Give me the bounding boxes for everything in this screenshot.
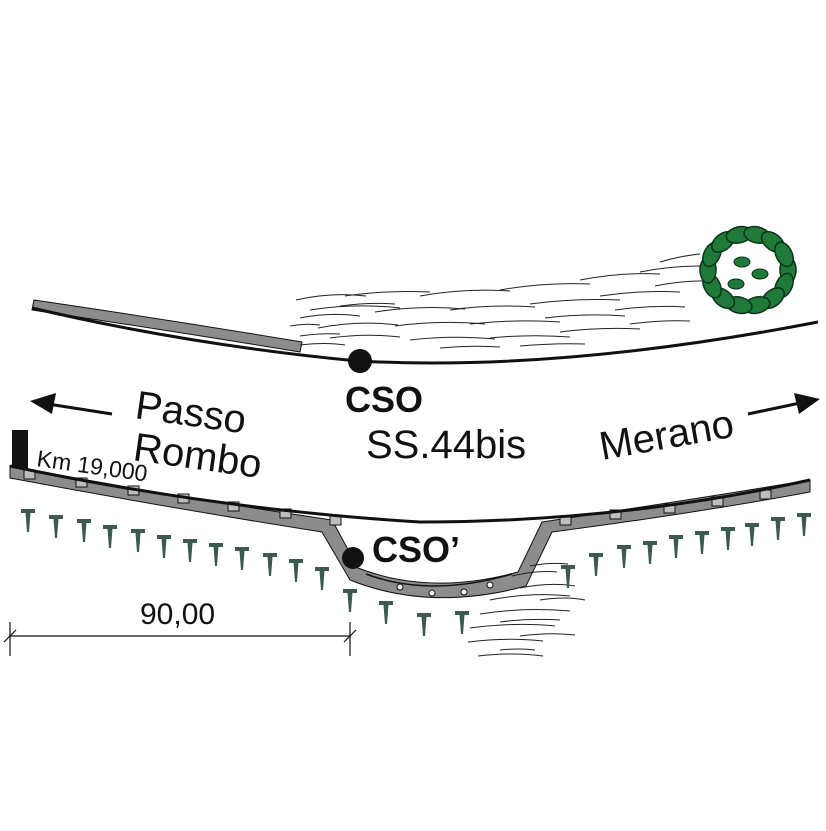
anchor-shaft [293,563,299,582]
arrow-right-icon [747,393,820,416]
road-name: SS.44bis [366,423,526,467]
anchor-head [209,543,223,547]
anchor-head [131,529,145,533]
upper-wall-strip [31,299,303,353]
anchor-head [21,509,35,513]
anchor-shaft [53,519,59,538]
anchor-head [455,611,469,615]
anchor-head [379,601,393,605]
anchor-head [589,553,603,557]
anchor-shaft [621,549,627,568]
anchor-shaft [647,545,653,564]
direction-merano: Merano [596,402,737,469]
anchor-head [797,513,811,517]
anchor-head [183,539,197,543]
anchor-shaft [347,593,353,612]
anchor-head [617,545,631,549]
cso-point [348,349,372,373]
anchor-shaft [801,517,807,536]
tree-leaf [727,278,745,290]
anchor-head [643,541,657,545]
km-post [12,430,28,468]
anchor-shaft [775,521,781,540]
upper-road-edge [31,306,819,365]
anchor-shaft [239,551,245,570]
niche-points [396,581,494,597]
cso-label: CSO [345,379,423,420]
tree-leaf [751,268,769,280]
lower-debris-hatching [467,562,586,657]
anchor-head [289,559,303,563]
anchor-head [315,567,329,571]
anchor-head [157,535,171,539]
anchor-shaft [267,557,273,576]
tree-leaf [774,241,794,268]
anchor-head [235,547,249,551]
anchor-shaft [593,557,599,576]
anchor-shaft [161,539,167,558]
arrow-left-icon [30,393,113,416]
anchor-head [771,517,785,521]
lower-wall [9,465,811,599]
cso-prime-label: CSO’ [372,529,460,570]
tree-icon [699,225,797,315]
anchor-head [721,527,735,531]
anchor-head [343,589,357,593]
anchor-shaft [319,571,325,590]
anchor-head [77,519,91,523]
anchor-shaft [459,615,465,634]
lower-road-edge [9,464,811,524]
anchor-shaft [421,617,427,636]
anchor-head [669,535,683,539]
anchor-shaft [81,523,87,542]
anchor-head [695,531,709,535]
cso-prime-point [342,547,364,569]
anchor-shaft [725,531,731,550]
anchor-shaft [213,547,219,566]
anchor-shaft [383,605,389,624]
niche-edge [365,573,513,587]
anchor-shaft [673,539,679,558]
anchor-head [561,565,575,569]
upper-debris-hatching [289,253,711,349]
anchor-shaft [25,513,31,532]
direction-rombo: Rombo [131,425,265,487]
anchor-head [417,613,431,617]
tree-leaf [733,256,751,268]
anchor-head [745,523,759,527]
anchor-shaft [187,543,193,562]
anchor-head [49,515,63,519]
anchor-head [103,525,117,529]
anchor-head [263,553,277,557]
dimension-label: 90,00 [140,598,215,631]
anchor-shaft [135,533,141,552]
anchor-shaft [749,527,755,546]
anchor-shaft [699,535,705,554]
anchor-shaft [107,529,113,548]
anchor-row [21,509,811,636]
anchor-shaft [565,569,571,588]
dimension-line [3,622,357,656]
